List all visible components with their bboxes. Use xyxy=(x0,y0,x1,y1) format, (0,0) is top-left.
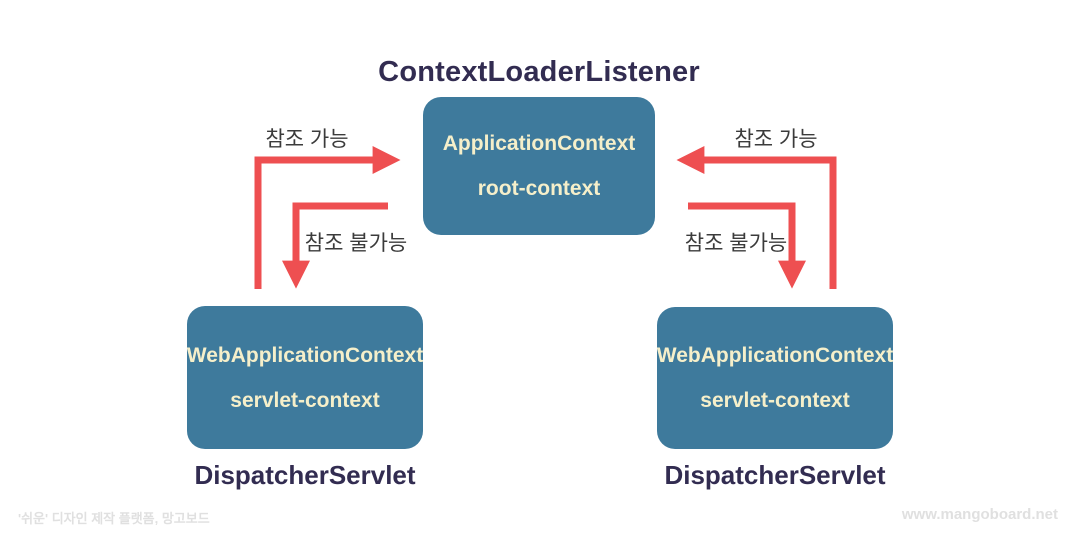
watermark-mangoboard-tagline: '쉬운' 디자인 제작 플랫폼, 망고보드 xyxy=(18,511,210,526)
arrow-label-left-reference-impossible: 참조 불가능 xyxy=(304,232,408,255)
web-application-context-name: WebApplicationContext xyxy=(186,343,424,367)
dispatcher-servlet-caption-left: DispatcherServlet xyxy=(194,460,416,490)
arrow-right-reference-impossible-icon xyxy=(688,202,806,289)
arrow-label-right-reference-possible: 참조 가능 xyxy=(734,128,818,151)
web-application-context-box-left: WebApplicationContext servlet-context xyxy=(187,306,423,449)
arrow-right-reference-possible-icon xyxy=(676,146,837,289)
web-application-context-name: WebApplicationContext xyxy=(656,344,894,367)
servlet-context-name: servlet-context xyxy=(700,389,850,412)
arrow-left-reference-impossible-icon xyxy=(282,202,388,289)
watermark-mangoboard-url: www.mangoboard.net xyxy=(901,506,1058,523)
arrow-label-left-reference-possible: 참조 가능 xyxy=(265,128,349,151)
root-context-name: root-context xyxy=(477,177,601,200)
application-context-box: ApplicationContext root-context xyxy=(423,97,655,235)
arrow-label-right-reference-impossible: 참조 불가능 xyxy=(684,232,788,255)
diagram-title: ContextLoaderListener xyxy=(378,56,700,88)
dispatcher-servlet-caption-right: DispatcherServlet xyxy=(664,460,886,490)
servlet-context-name: servlet-context xyxy=(230,388,380,412)
arrow-left-reference-possible-icon xyxy=(254,146,401,289)
application-context-name: ApplicationContext xyxy=(442,132,636,155)
web-application-context-box-right: WebApplicationContext servlet-context xyxy=(657,307,893,449)
